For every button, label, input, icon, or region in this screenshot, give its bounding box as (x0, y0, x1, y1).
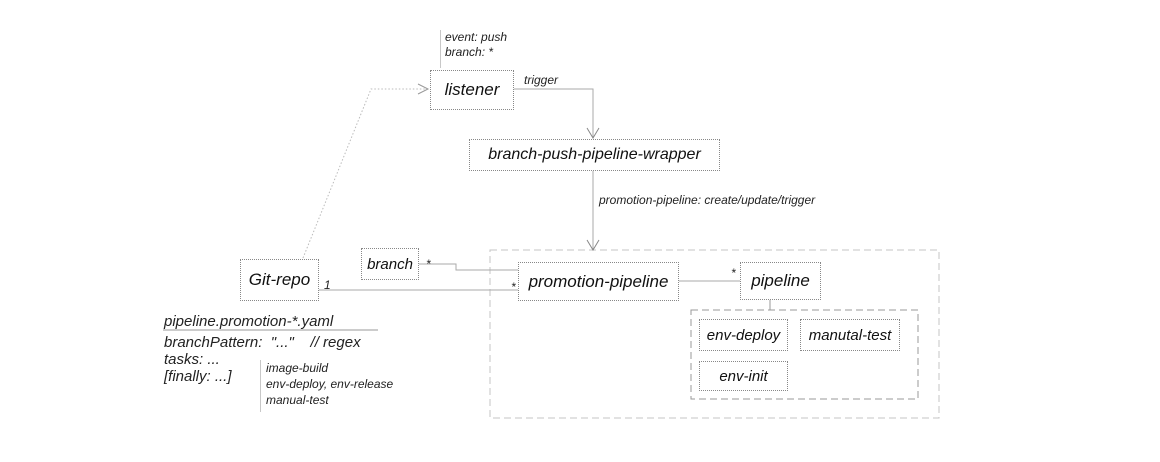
tasks-note-line1: image-build (266, 361, 329, 375)
branch-multiplicity: * (426, 257, 431, 271)
wrapper-node[interactable]: branch-push-pipeline-wrapper (469, 139, 720, 171)
env-deploy-node[interactable]: env-deploy (699, 319, 788, 351)
manual-test-node[interactable]: manutal-test (800, 319, 900, 351)
trigger-edge (514, 88, 594, 138)
promotion-group-frame (489, 249, 940, 419)
task-group-frame (690, 309, 919, 400)
promotion-pipeline-node[interactable]: promotion-pipeline (518, 262, 679, 301)
yaml-filename: pipeline.promotion-*.yaml (164, 313, 334, 330)
pipeline-node[interactable]: pipeline (740, 262, 821, 300)
branch-node[interactable]: branch (361, 248, 419, 280)
yaml-finally: [finally: ...] (164, 368, 232, 385)
env-init-node[interactable]: env-init (699, 361, 788, 391)
tasks-note-line2: env-deploy, env-release (266, 377, 394, 391)
branch-promotion-edge (419, 263, 518, 271)
tasks-note-line3: manual-test (266, 393, 329, 407)
yaml-tasks: tasks: ... (164, 351, 220, 368)
listener-event: event: push (445, 30, 508, 44)
listener-note: event: push branch: * (440, 30, 507, 68)
pipeline-multiplicity: * (731, 266, 736, 280)
trigger-label: trigger (524, 73, 559, 87)
repo-listener-edge (302, 88, 428, 259)
wrapper-promotion-arrow (586, 239, 600, 251)
git-repo-node[interactable]: Git-repo (240, 259, 319, 301)
repo-multiplicity-many: * (511, 280, 516, 294)
listener-branch: branch: * (445, 45, 494, 59)
repo-listener-arrow (417, 83, 430, 95)
yaml-branch-pattern: branchPattern: "..." // regex (164, 334, 361, 351)
trigger-arrow (586, 127, 600, 139)
promotion-action-label: promotion-pipeline: create/update/trigge… (599, 193, 816, 207)
tasks-note: image-build env-deploy, env-release manu… (260, 360, 393, 412)
listener-node[interactable]: listener (430, 70, 514, 110)
repo-multiplicity-one: 1 (324, 278, 331, 292)
